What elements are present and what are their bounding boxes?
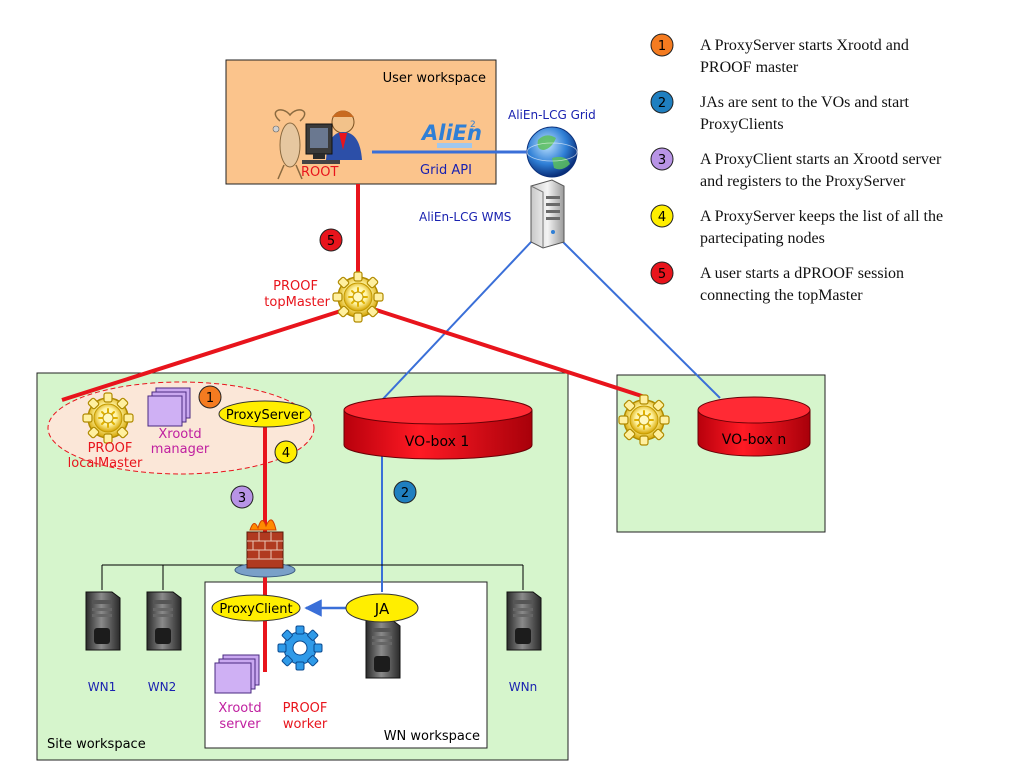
legend: 1 A ProxyServer starts Xrootd and PROOF … — [650, 33, 943, 304]
proof-worker-label-line1: PROOF — [283, 701, 328, 716]
wn1-server-icon — [85, 591, 121, 651]
svg-text:2: 2 — [401, 486, 409, 501]
proof-worker-gear-icon — [277, 625, 323, 671]
svg-text:4: 4 — [282, 446, 290, 461]
wn2-server-icon — [146, 591, 182, 651]
user-workspace-label: User workspace — [383, 71, 486, 86]
svg-text:1: 1 — [206, 391, 214, 406]
svg-text:1: 1 — [658, 39, 666, 54]
xrootd-manager-icon — [147, 387, 191, 427]
legend-text-2a: JAs are sent to the VOs and start — [700, 94, 910, 111]
root-mascot-icon — [272, 109, 306, 180]
remote-gear-icon — [618, 394, 670, 446]
xrootd-server-label-line2: server — [219, 717, 261, 732]
legend-item: 3 A ProxyClient starts an Xrootd server … — [650, 147, 942, 190]
svg-text:5: 5 — [327, 234, 335, 249]
legend-marker-2 — [650, 90, 674, 114]
vobox-n-label: VO-box n — [722, 432, 786, 448]
wms-to-vobox1-line — [381, 241, 532, 401]
legend-item: 5 A user starts a dPROOF session connect… — [650, 261, 904, 304]
legend-marker-5 — [650, 261, 674, 285]
vobox-n-cylinder — [697, 396, 811, 457]
grid-api-label: Grid API — [420, 163, 472, 178]
wnn-label: WNn — [509, 680, 537, 694]
topmaster-gear-icon — [332, 271, 384, 323]
proxyclient-node — [211, 594, 301, 622]
user-computer-icon — [302, 110, 362, 164]
marker-5: 5 — [319, 228, 343, 252]
legend-text-5b: connecting the topMaster — [700, 287, 863, 304]
root-label: ROOT — [301, 165, 338, 180]
vobox-1-cylinder — [343, 395, 533, 460]
marker-1: 1 — [198, 385, 222, 409]
legend-marker-1 — [650, 33, 674, 57]
wn2-label: WN2 — [148, 680, 176, 694]
vobox-1-label: VO-box 1 — [405, 434, 469, 450]
marker-3: 3 — [230, 485, 254, 509]
topmaster-label-line1: PROOF — [273, 279, 318, 294]
legend-text-5a: A user starts a dPROOF session — [700, 265, 904, 282]
wn1-label: WN1 — [88, 680, 116, 694]
proof-worker-label-line2: worker — [283, 717, 328, 732]
wnn-server-icon — [506, 591, 542, 651]
wms-to-voboxn-line — [562, 241, 721, 399]
localmaster-gear-icon — [82, 392, 134, 444]
svg-text:4: 4 — [658, 210, 666, 225]
ja-label: JA — [374, 600, 390, 618]
localmaster-label-line2: localMaster — [68, 456, 143, 471]
wn-workspace-label: WN workspace — [384, 729, 480, 744]
proxyserver-label: ProxyServer — [226, 408, 305, 423]
alien-logo: AliEn 2 — [420, 120, 482, 148]
legend-item: 4 A ProxyServer keeps the list of all th… — [650, 204, 943, 247]
proxyserver-node — [218, 400, 312, 428]
svg-text:2: 2 — [658, 96, 666, 111]
alien-wms-label: AliEn-LCG WMS — [419, 210, 511, 224]
marker-4: 4 — [274, 440, 298, 464]
topmaster-label-line2: topMaster — [264, 295, 330, 310]
user-workspace-box — [225, 59, 497, 185]
svg-text:2: 2 — [470, 120, 476, 130]
legend-text-2b: ProxyClients — [700, 116, 784, 133]
xrootd-manager-label-line2: manager — [151, 442, 210, 457]
svg-text:5: 5 — [658, 267, 666, 282]
legend-text-4b: partecipating nodes — [700, 230, 825, 247]
legend-text-4a: A ProxyServer keeps the list of all the — [700, 208, 943, 225]
legend-marker-3 — [650, 147, 674, 171]
legend-marker-4 — [650, 204, 674, 228]
legend-text-3b: and registers to the ProxyServer — [700, 173, 906, 190]
xrootd-server-icon — [214, 654, 260, 694]
legend-item: 2 JAs are sent to the VOs and start Prox… — [650, 90, 910, 133]
svg-text:3: 3 — [658, 153, 666, 168]
globe-icon — [526, 126, 578, 178]
svg-text:AliEn: AliEn — [420, 121, 482, 145]
ja-node — [345, 593, 419, 623]
topmaster-to-remote-line — [369, 306, 649, 400]
localmaster-label-line1: PROOF — [88, 441, 133, 456]
legend-text-1a: A ProxyServer starts Xrootd and — [700, 37, 909, 54]
xrootd-manager-label-line1: Xrootd — [158, 427, 201, 442]
marker-2: 2 — [393, 480, 417, 504]
legend-text-1b: PROOF master — [700, 59, 799, 76]
svg-text:3: 3 — [238, 491, 246, 506]
alien-grid-label: AliEn-LCG Grid — [508, 108, 596, 122]
wn-workspace-server-icon — [365, 619, 401, 679]
legend-text-3a: A ProxyClient starts an Xrootd server — [700, 151, 942, 168]
site-workspace-label: Site workspace — [47, 737, 146, 752]
topmaster-to-site-line — [61, 306, 351, 402]
xrootd-server-label-line1: Xrootd — [218, 701, 261, 716]
proxyclient-label: ProxyClient — [219, 602, 292, 617]
wms-server-icon — [530, 179, 565, 249]
firewall-icon — [234, 519, 296, 578]
legend-item: 1 A ProxyServer starts Xrootd and PROOF … — [650, 33, 909, 76]
